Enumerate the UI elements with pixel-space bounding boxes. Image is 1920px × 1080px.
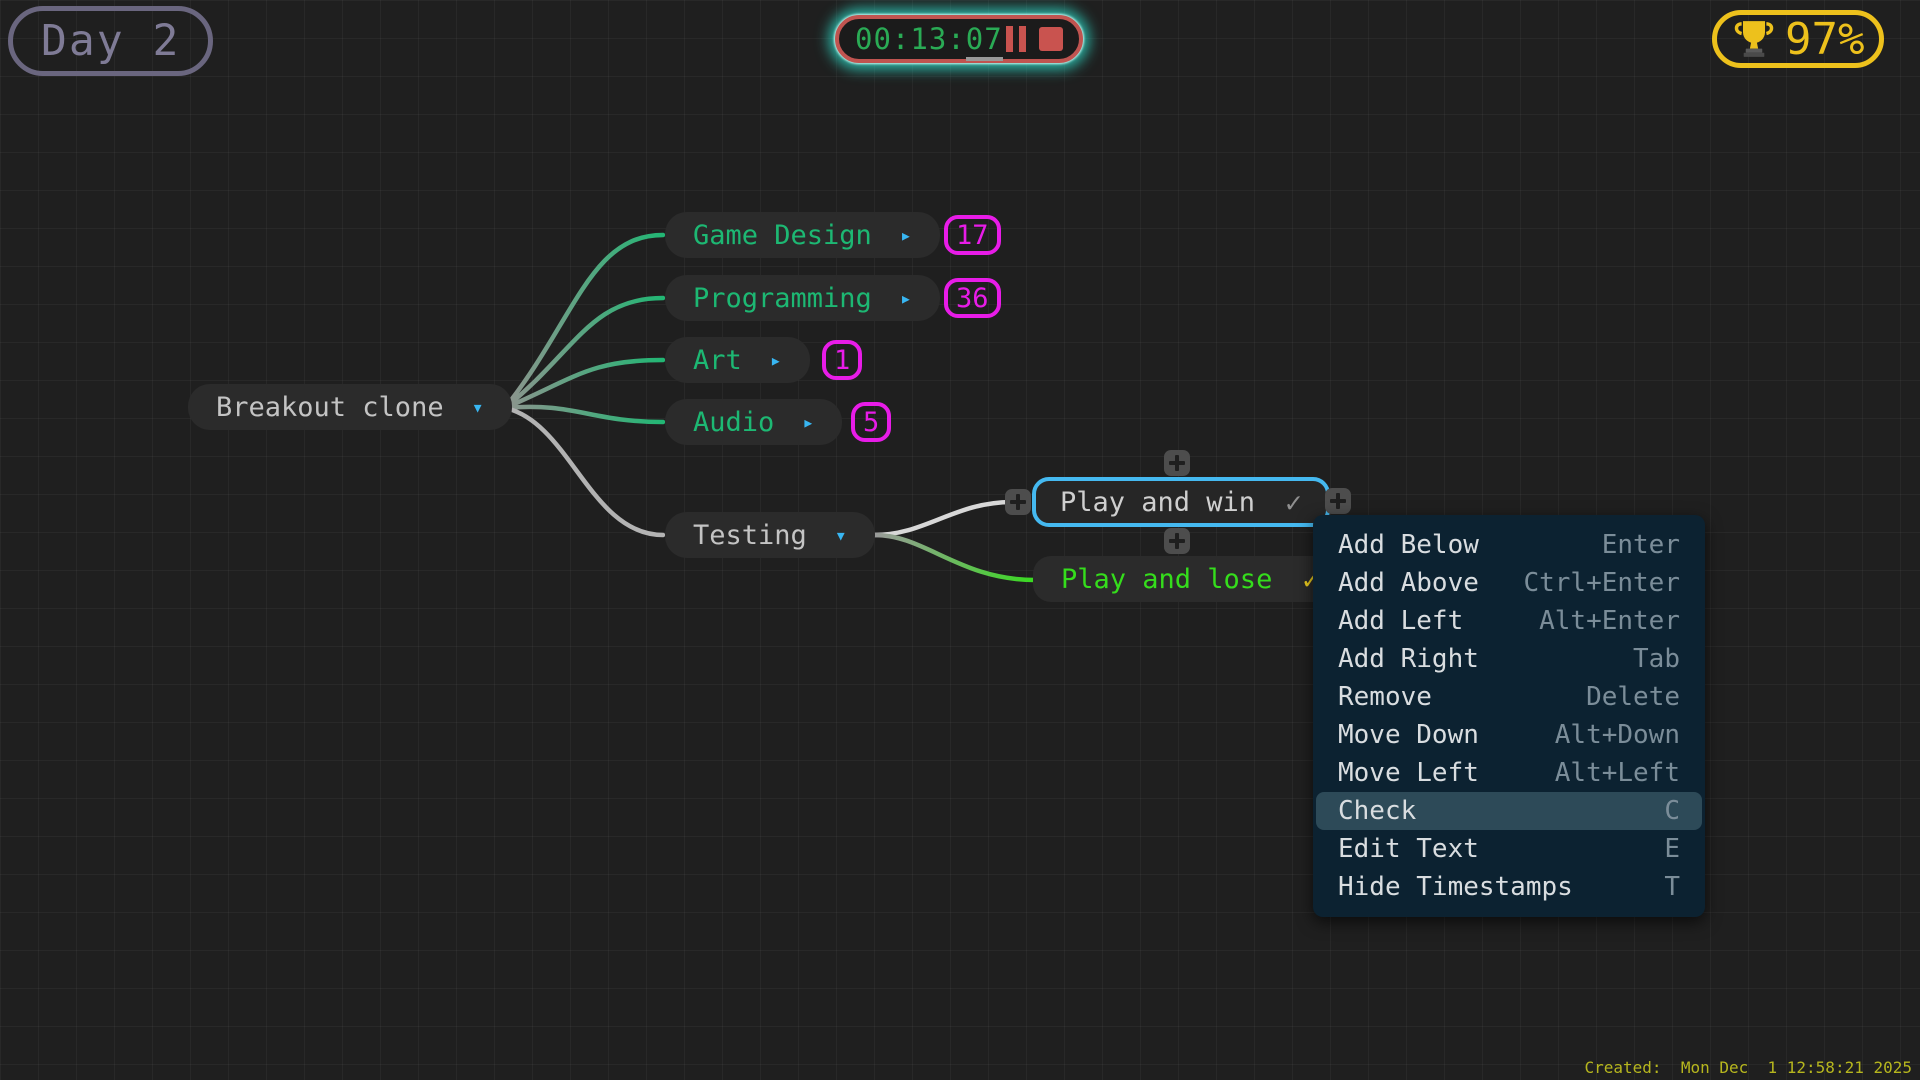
- count-badge-art: 1: [822, 340, 863, 380]
- count-badge-programming: 36: [944, 278, 1001, 318]
- menu-item-hide-timestamps[interactable]: Hide Timestamps T: [1338, 872, 1680, 902]
- menu-item-remove[interactable]: Remove Delete: [1338, 682, 1680, 712]
- menu-item-add-above[interactable]: Add Above Ctrl+Enter: [1338, 568, 1680, 598]
- menu-item-move-left[interactable]: Move Left Alt+Left: [1338, 758, 1680, 788]
- chevron-right-icon[interactable]: ▸: [769, 348, 782, 372]
- node-art[interactable]: Art ▸: [665, 337, 810, 383]
- node-play-and-lose-checked[interactable]: Play and lose ✓: [1033, 556, 1348, 602]
- node-label: Play and lose: [1061, 563, 1273, 595]
- menu-item-add-left[interactable]: Add Left Alt+Enter: [1338, 606, 1680, 636]
- node-label: Testing: [693, 519, 807, 551]
- timer-seconds-underlined: 07: [965, 22, 1003, 61]
- add-node-right-icon[interactable]: [1325, 488, 1351, 514]
- node-label: Play and win: [1060, 486, 1256, 518]
- pause-icon[interactable]: [1006, 26, 1026, 52]
- node-testing[interactable]: Testing ▾: [665, 512, 875, 558]
- checkmark-icon[interactable]: ✓: [1285, 485, 1302, 519]
- menu-item-add-right[interactable]: Add Right Tab: [1338, 644, 1680, 674]
- chevron-down-icon[interactable]: ▾: [834, 523, 847, 547]
- menu-item-add-below[interactable]: Add Below Enter: [1338, 530, 1680, 560]
- menu-item-edit-text[interactable]: Edit Text E: [1338, 834, 1680, 864]
- timer-display: 00:13:07: [855, 22, 1003, 61]
- score-value: 97%: [1785, 13, 1865, 65]
- chevron-right-icon[interactable]: ▸: [899, 223, 912, 247]
- count-badge-audio: 5: [851, 402, 892, 442]
- node-label: Game Design: [693, 219, 872, 251]
- menu-item-check[interactable]: Check C: [1316, 792, 1702, 830]
- add-node-above-icon[interactable]: [1164, 450, 1190, 476]
- node-label: Programming: [693, 282, 872, 314]
- add-node-below-icon[interactable]: [1164, 528, 1190, 554]
- timer-widget[interactable]: 00:13:07: [835, 15, 1083, 63]
- chevron-right-icon[interactable]: ▸: [899, 286, 912, 310]
- menu-item-move-down[interactable]: Move Down Alt+Down: [1338, 720, 1680, 750]
- add-node-left-icon[interactable]: [1005, 489, 1031, 515]
- node-label: Audio: [693, 406, 775, 438]
- node-breakout-clone[interactable]: Breakout clone ▾: [188, 384, 512, 430]
- count-badge-game-design: 17: [944, 215, 1001, 255]
- context-menu: Add Below Enter Add Above Ctrl+Enter Add…: [1313, 515, 1705, 917]
- stop-icon[interactable]: [1039, 27, 1063, 51]
- node-label: Art: [693, 344, 742, 376]
- trophy-icon: [1734, 21, 1774, 57]
- progress-score-badge: 97%: [1712, 10, 1885, 68]
- node-play-and-win-selected[interactable]: Play and win ✓: [1032, 477, 1330, 527]
- node-audio[interactable]: Audio ▸: [665, 399, 843, 445]
- chevron-right-icon[interactable]: ▸: [802, 410, 815, 434]
- chevron-down-icon[interactable]: ▾: [471, 395, 484, 419]
- node-programming[interactable]: Programming ▸: [665, 275, 940, 321]
- day-counter-badge: Day 2: [8, 6, 214, 76]
- node-label: Breakout clone: [216, 391, 444, 423]
- created-timestamp: Created: Mon Dec 1 12:58:21 2025: [1584, 1058, 1912, 1077]
- node-game-design[interactable]: Game Design ▸: [665, 212, 940, 258]
